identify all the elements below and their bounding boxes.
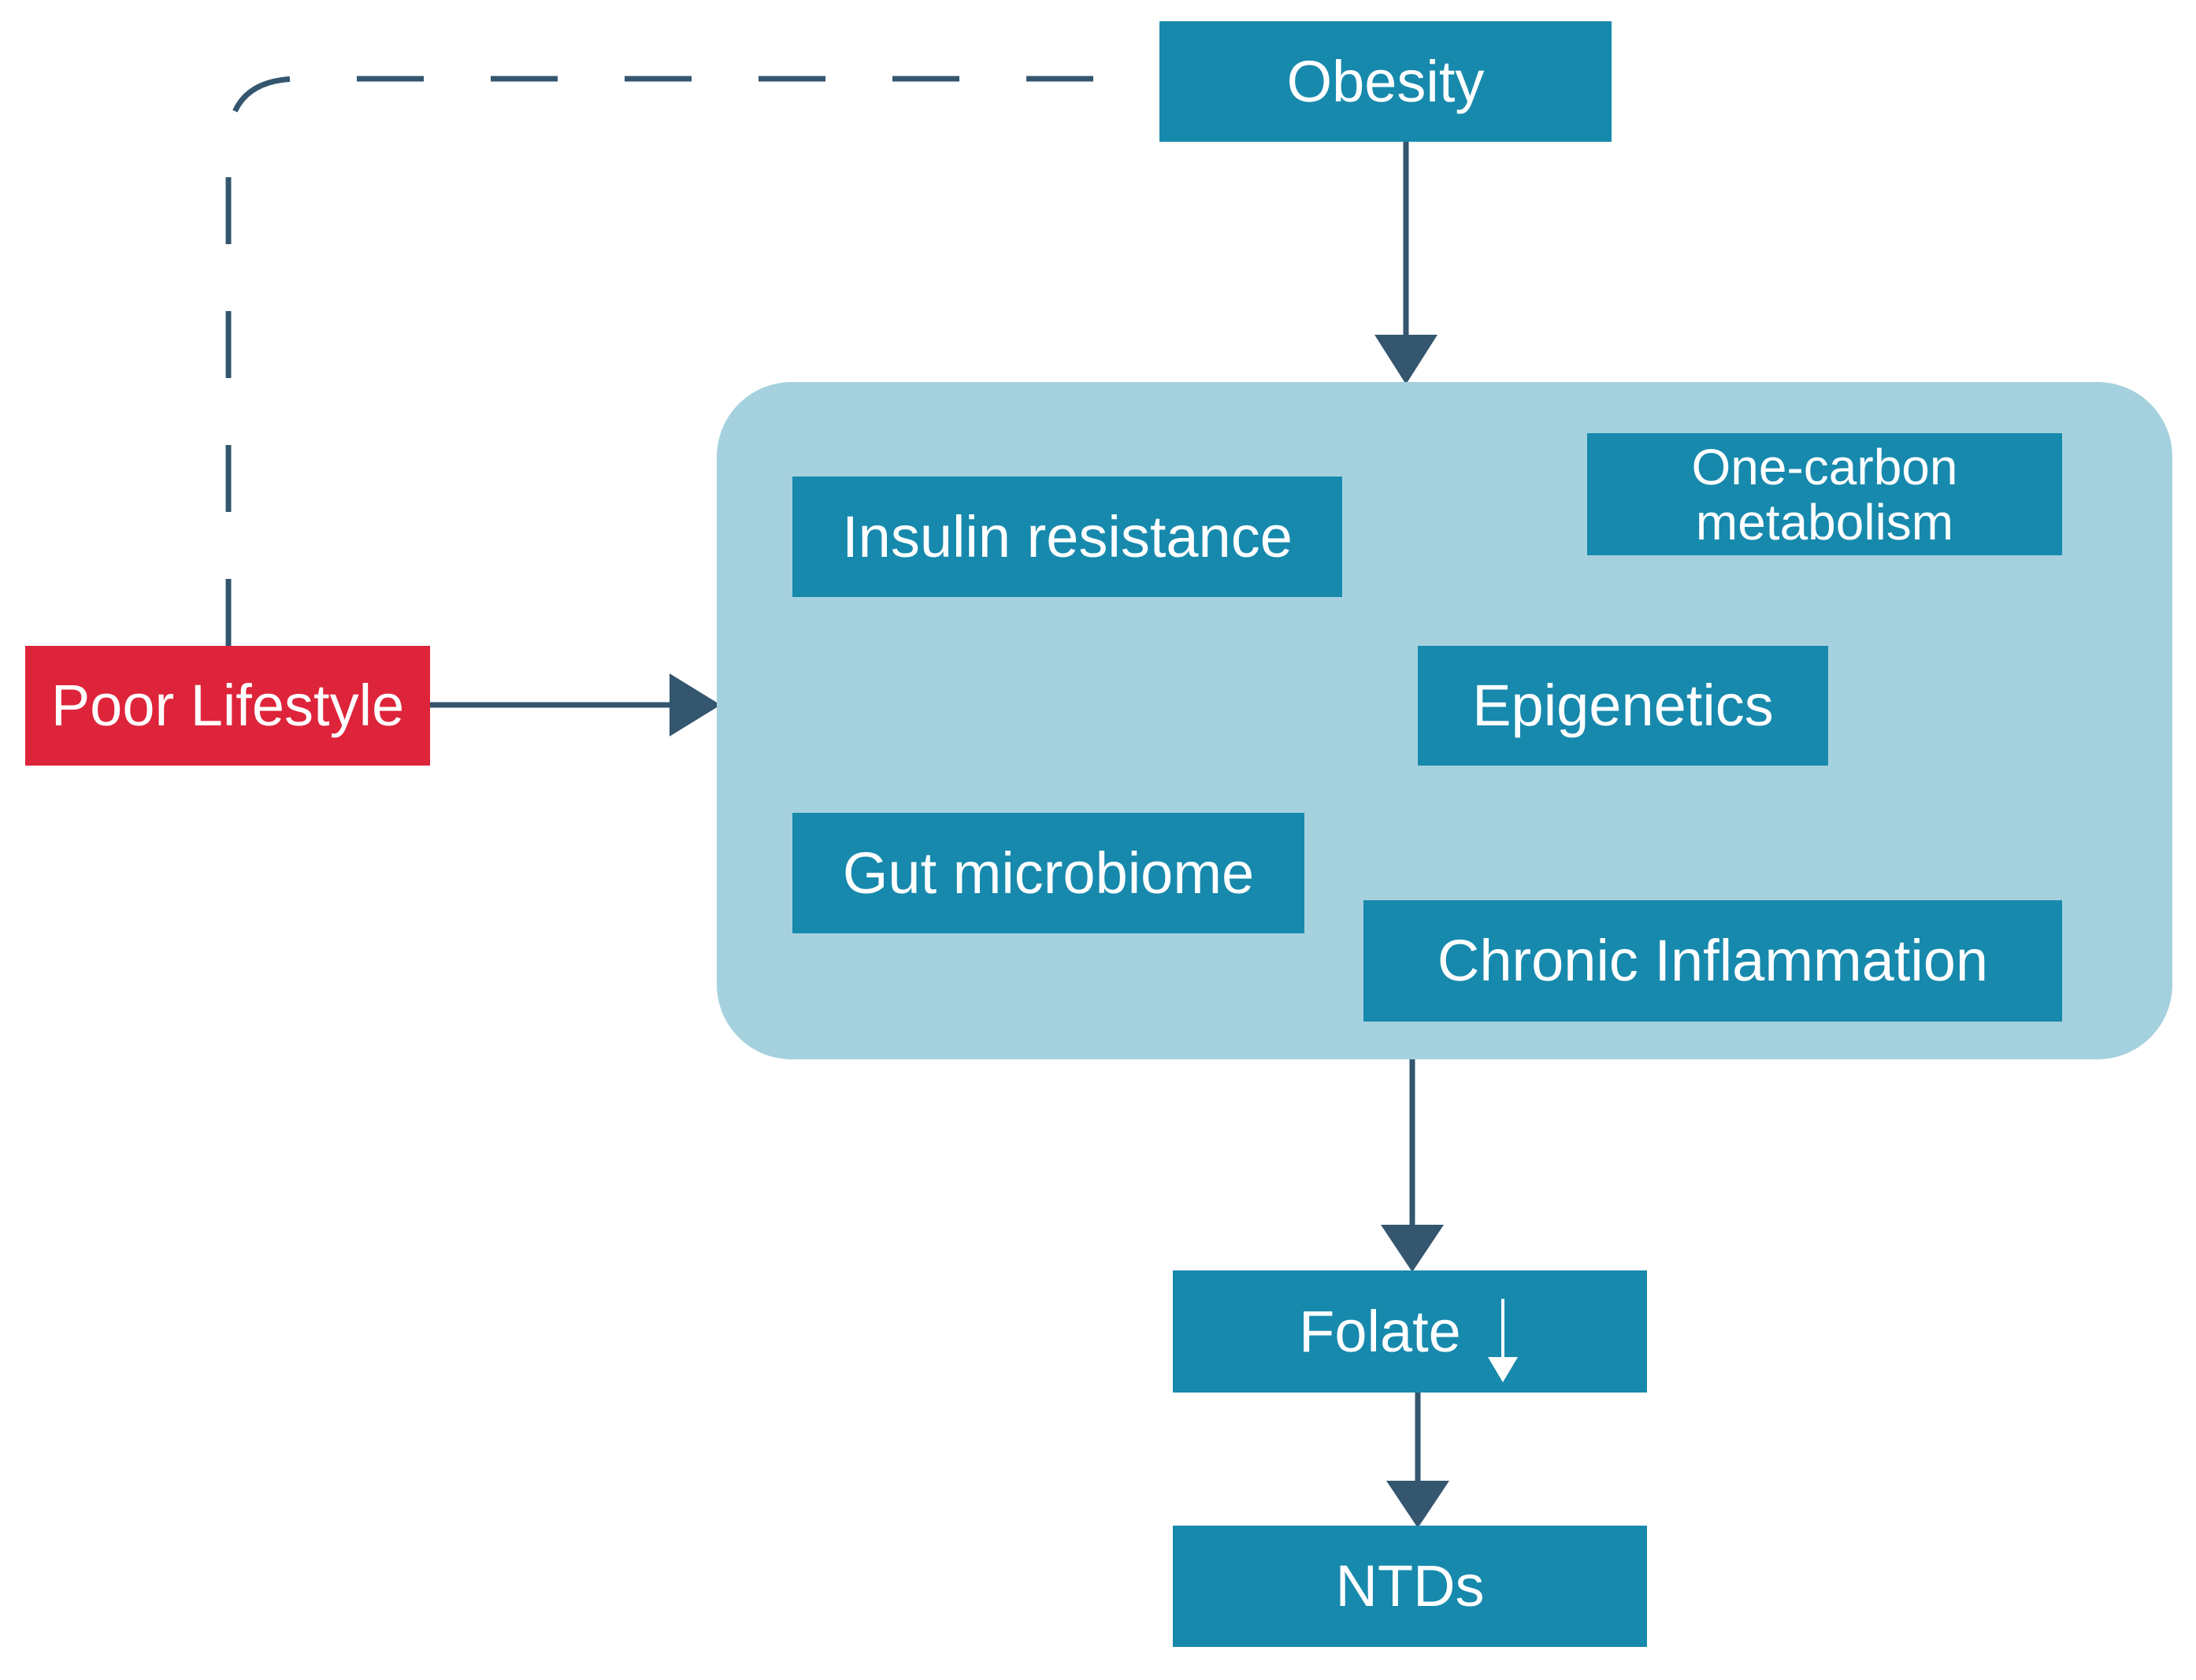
ntds-box: NTDs: [1173, 1526, 1647, 1647]
gut-microbiome-label: Gut microbiome: [842, 840, 1255, 906]
decrease-arrow-icon: [1487, 1298, 1518, 1382]
arrow-folate-to-ntds-head: [1386, 1481, 1449, 1528]
dashed-connector-lifestyle-obesity: [225, 76, 1158, 646]
gut-microbiome-box: Gut microbiome: [792, 813, 1304, 933]
one-carbon-label-line1: One-carbon: [1691, 438, 1958, 495]
poor-lifestyle-label: Poor Lifestyle: [50, 673, 405, 738]
ntds-label: NTDs: [1335, 1553, 1485, 1619]
chronic-inflammation-box: Chronic Inflammation: [1363, 900, 2062, 1022]
one-carbon-metabolism-box: One-carbon metabolism: [1587, 433, 2062, 555]
poor-lifestyle-box: Poor Lifestyle: [25, 646, 430, 766]
arrow-lifestyle-to-group-head: [670, 673, 721, 736]
obesity-label: Obesity: [1286, 48, 1485, 114]
epigenetics-label: Epigenetics: [1472, 673, 1774, 738]
folate-label: Folate: [1299, 1298, 1461, 1364]
arrow-group-to-folate-head: [1381, 1225, 1444, 1272]
insulin-resistance-label: Insulin resistance: [842, 503, 1293, 569]
one-carbon-label-line2: metabolism: [1695, 493, 1954, 551]
folate-box: Folate: [1173, 1270, 1647, 1393]
chronic-inflammation-label: Chronic Inflammation: [1437, 928, 1989, 993]
obesity-box: Obesity: [1159, 21, 1612, 142]
epigenetics-box: Epigenetics: [1418, 646, 1828, 766]
insulin-resistance-box: Insulin resistance: [792, 477, 1342, 597]
arrow-obesity-to-group-head: [1374, 335, 1437, 384]
